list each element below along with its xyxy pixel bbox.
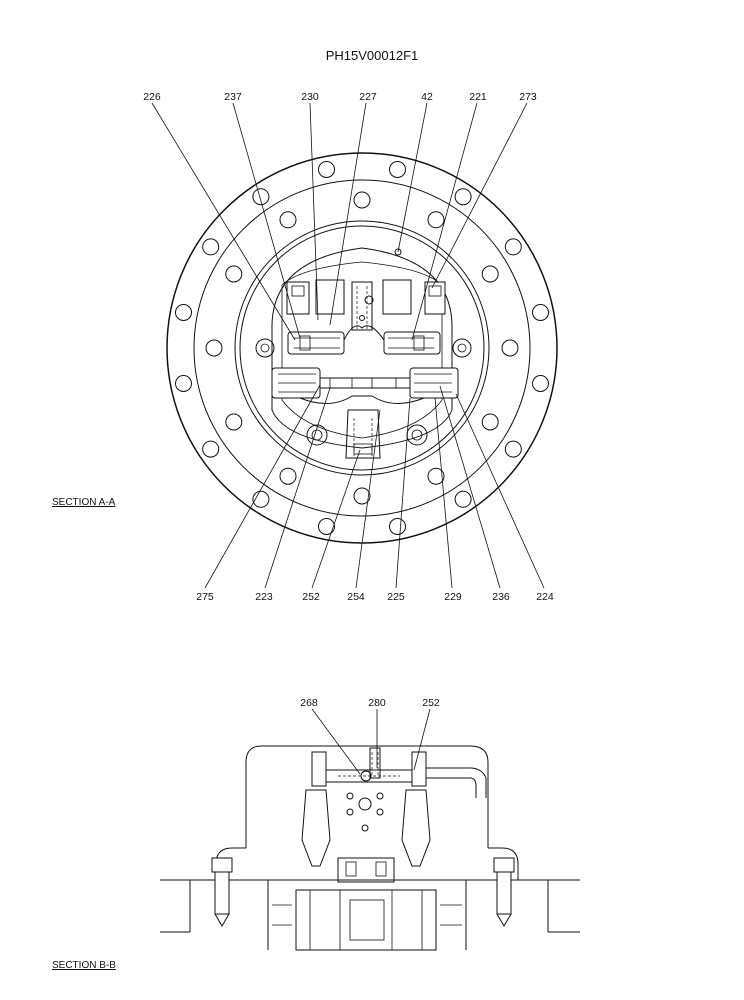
- outer-bolt-hole: [389, 161, 406, 178]
- outer-bolt-hole: [318, 518, 335, 535]
- outer-bolt-hole: [252, 490, 270, 508]
- section-b-leaders: [311, 708, 431, 775]
- outer-bolt-hole: [504, 440, 522, 458]
- outer-bolt-hole: [175, 375, 192, 392]
- inner-bolt-hole: [427, 467, 445, 485]
- part-label-225: 225: [387, 591, 405, 603]
- section-a-caption: SECTION A-A: [52, 497, 116, 508]
- outer-bolt-holes: [175, 161, 549, 535]
- inner-bolt-hole: [225, 265, 243, 283]
- inner-bolt-holes: [205, 191, 519, 505]
- section-b-labels: 268 280 252: [300, 697, 440, 709]
- inner-bolt-hole: [353, 191, 371, 209]
- outer-bolt-hole: [454, 188, 472, 206]
- part-label-226: 226: [143, 91, 161, 103]
- outer-bolt-hole: [389, 518, 406, 535]
- part-label-42: 42: [421, 91, 433, 103]
- part-label-229: 229: [444, 591, 462, 603]
- inner-bolt-hole: [501, 339, 519, 357]
- inner-bolt-hole: [205, 339, 223, 357]
- inner-bolt-hole: [279, 467, 297, 485]
- part-label-275: 275: [196, 591, 214, 603]
- section-a-top-leaders: [151, 102, 528, 341]
- outer-bolt-hole: [504, 238, 522, 256]
- outer-bolt-hole: [318, 161, 335, 178]
- section-b-view: [160, 745, 580, 951]
- part-label-237: 237: [224, 91, 242, 103]
- part-label-268: 268: [300, 697, 318, 709]
- outer-bolt-hole: [175, 304, 192, 321]
- outer-bolt-hole: [532, 304, 549, 321]
- inner-bolt-hole: [225, 413, 243, 431]
- outer-bolt-hole: [532, 375, 549, 392]
- part-label-273: 273: [519, 91, 537, 103]
- part-label-223: 223: [255, 591, 273, 603]
- part-label-280: 280: [368, 697, 386, 709]
- part-label-254: 254: [347, 591, 365, 603]
- part-label-252: 252: [302, 591, 320, 603]
- inner-bolt-hole: [481, 265, 499, 283]
- outer-bolt-hole: [454, 490, 472, 508]
- inner-bolt-hole: [481, 413, 499, 431]
- inner-bolt-hole: [353, 487, 371, 505]
- part-label-221: 221: [469, 91, 487, 103]
- part-label-252-b: 252: [422, 697, 440, 709]
- outer-bolt-hole: [252, 188, 270, 206]
- inner-bolt-hole: [279, 211, 297, 229]
- inner-bolt-hole: [427, 211, 445, 229]
- part-label-227: 227: [359, 91, 377, 103]
- outer-bolt-hole: [202, 440, 220, 458]
- section-b-caption: SECTION B-B: [52, 960, 116, 971]
- section-a-bottom-leaders: [204, 384, 545, 589]
- section-a-bottom-labels: 275 223 252 254 225 229 236 224: [196, 591, 554, 603]
- part-label-230: 230: [301, 91, 319, 103]
- outer-bolt-hole: [202, 238, 220, 256]
- drawing-id: PH15V00012F1: [326, 48, 419, 63]
- section-a-top-labels: 226 237 230 227 42 221 273: [143, 91, 537, 103]
- section-a-view: [166, 152, 558, 544]
- part-label-236: 236: [492, 591, 510, 603]
- part-label-224: 224: [536, 591, 554, 603]
